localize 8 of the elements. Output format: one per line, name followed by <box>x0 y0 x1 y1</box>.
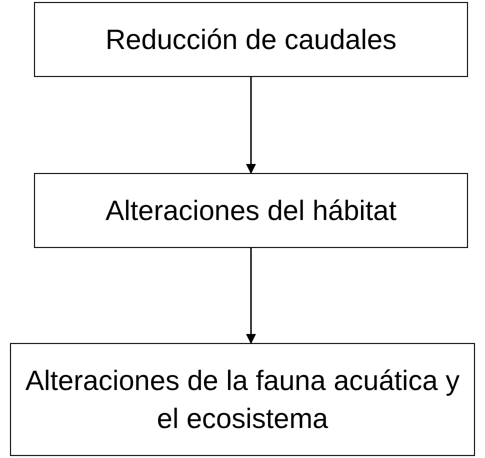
box-text: Reducción de caudales <box>105 22 397 56</box>
process-box <box>10 343 475 456</box>
box-text: Alteraciones del hábitat <box>105 194 397 228</box>
arrow <box>246 77 256 174</box>
arrow <box>246 248 256 344</box>
box-text: Alteraciones de la fauna acuática y el ecosistema <box>24 364 461 436</box>
process-box <box>34 173 468 248</box>
process-box <box>34 2 468 77</box>
